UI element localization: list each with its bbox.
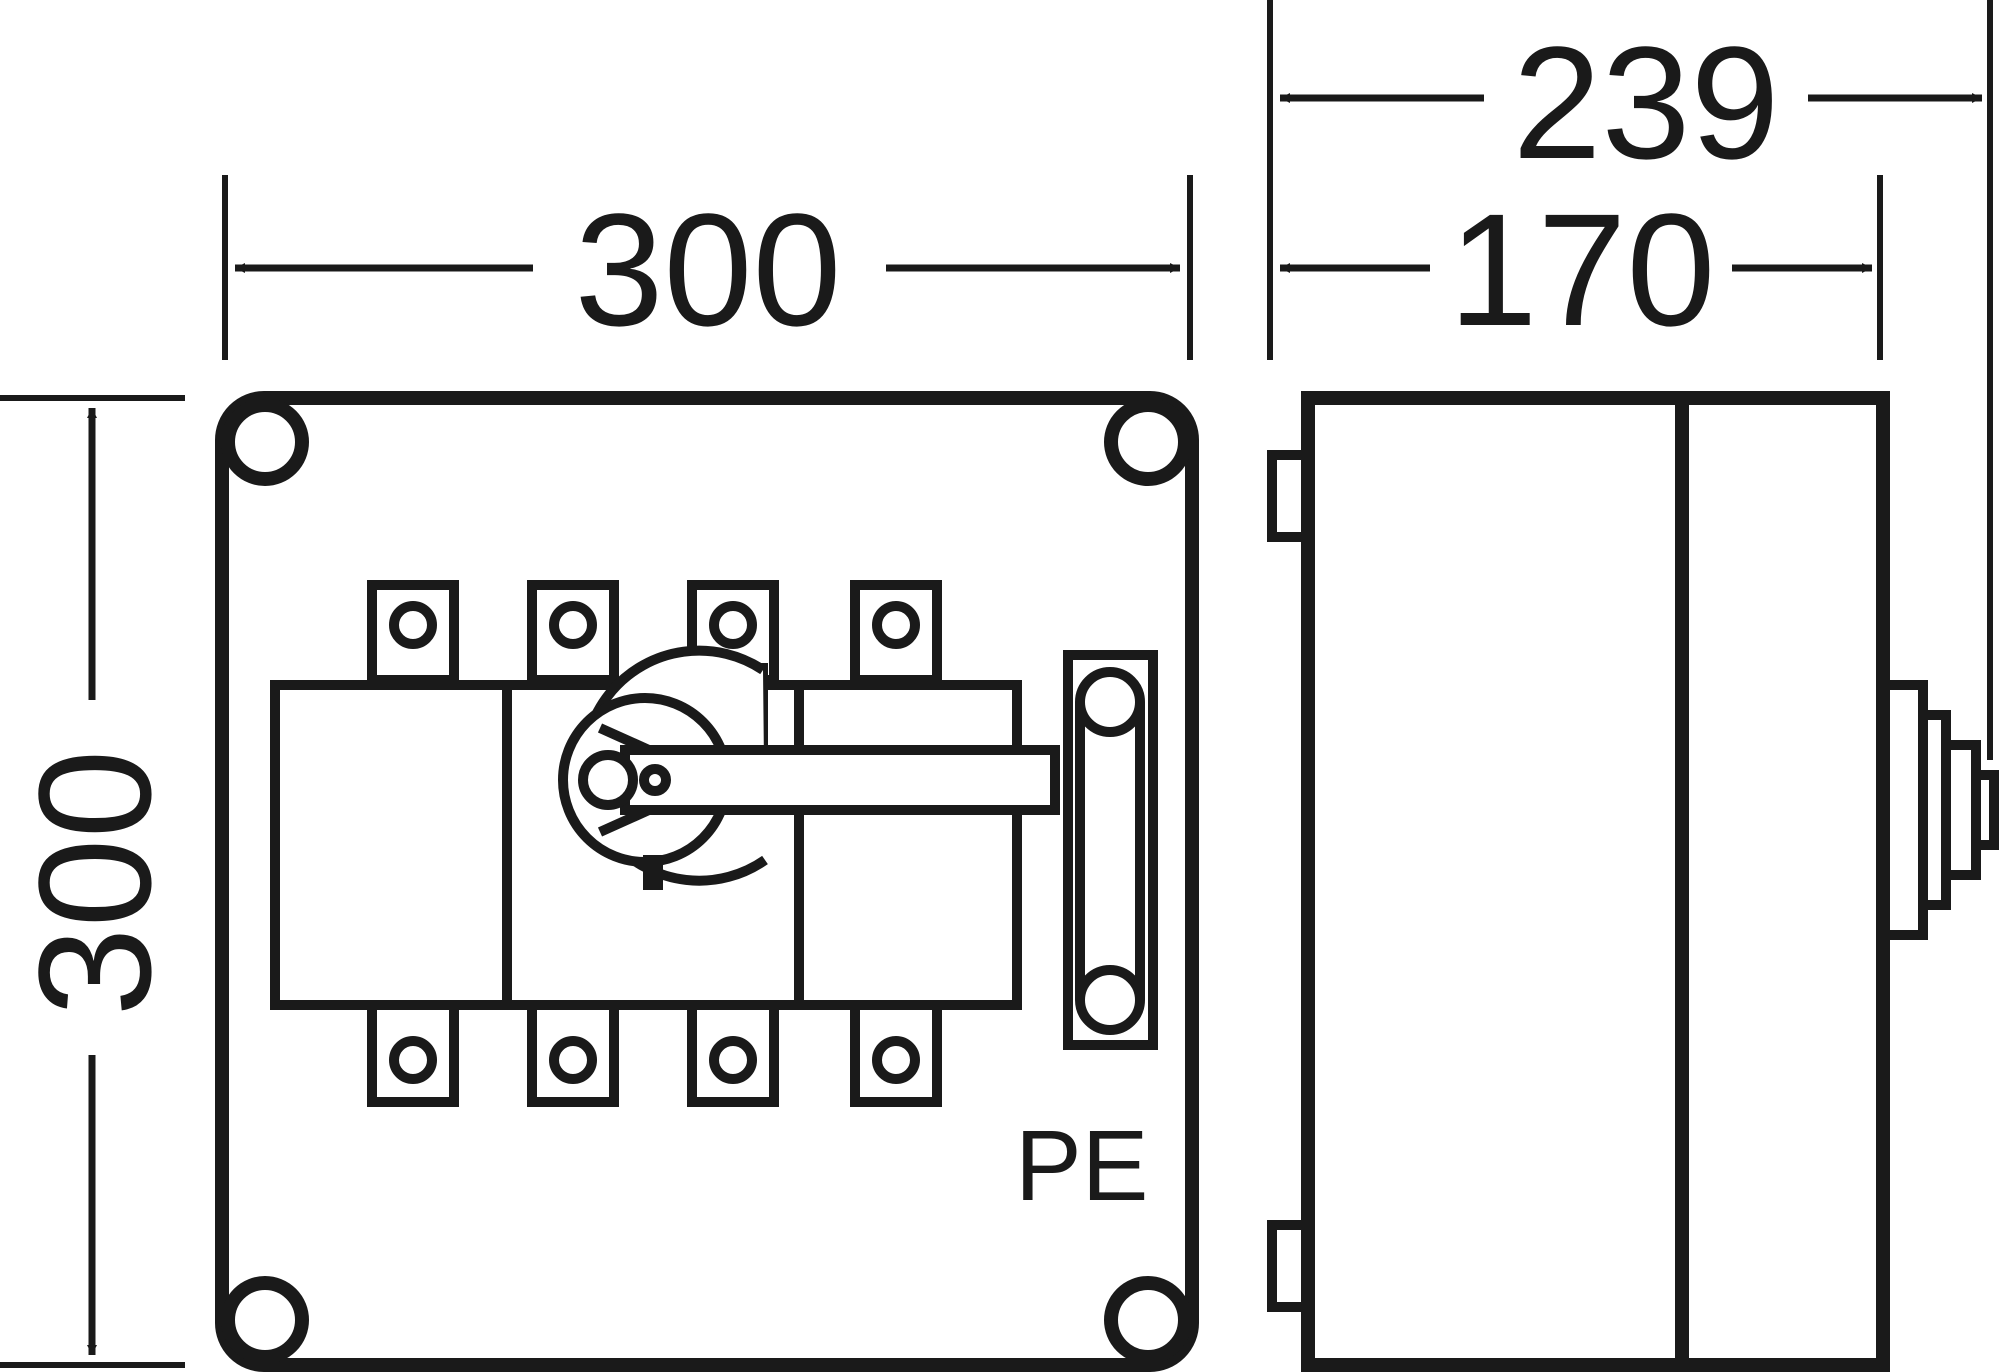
terminal-top-1: [367, 580, 459, 685]
front-height-dimension: 300: [0, 395, 185, 1368]
terminal-top-4: [850, 580, 942, 685]
handle-lever: [620, 745, 1060, 815]
front-width-dimension: 300: [222, 175, 1193, 360]
corner-screw-top-right: [1104, 398, 1192, 486]
front-view: PE: [215, 391, 1199, 1372]
handle-bottom-tab: [643, 855, 663, 890]
terminal-bottom-3-hole: [709, 1036, 757, 1084]
switch-module-right: [794, 680, 1022, 1010]
corner-screws: [221, 398, 1192, 1364]
rotary-handle: [558, 645, 1060, 890]
pe-bar-hole-top: [1075, 667, 1145, 737]
side-view: [1267, 391, 1999, 1372]
side-depth-total-dimension: 239: [1267, 0, 1993, 760]
terminal-top-2-hole: [549, 601, 597, 649]
pe-bar-hole-bottom: [1075, 965, 1145, 1035]
side-depth-total-value: 239: [1513, 13, 1780, 192]
side-depth-body-value: 170: [1449, 180, 1716, 359]
terminal-top-2: [527, 580, 619, 685]
front-enclosure-outline: [215, 391, 1199, 1372]
handle-profile-step-4: [1971, 770, 1999, 850]
corner-screw-top-left: [221, 398, 309, 486]
corner-screw-bottom-left: [221, 1276, 309, 1364]
front-height-value: 300: [5, 750, 184, 1017]
terminal-top-1-hole: [389, 601, 437, 649]
side-hinge-bottom: [1267, 1220, 1313, 1312]
terminal-bottom-3: [687, 1000, 779, 1107]
terminal-bottom-2-hole: [549, 1036, 597, 1084]
terminal-top-4-hole: [872, 601, 920, 649]
switch-module-left: [270, 680, 512, 1010]
bottom-terminals: [367, 1000, 942, 1107]
terminal-bottom-4-hole: [872, 1036, 920, 1084]
handle-pivot-pin: [639, 764, 671, 796]
terminal-bottom-1-hole: [389, 1036, 437, 1084]
pe-label: PE: [1015, 1110, 1148, 1222]
terminal-bottom-2: [527, 1000, 619, 1107]
pe-busbar: [1063, 650, 1158, 1050]
terminal-bottom-1: [367, 1000, 459, 1107]
terminal-top-3-hole: [709, 601, 757, 649]
corner-screw-bottom-right: [1104, 1276, 1192, 1364]
terminal-bottom-4: [850, 1000, 942, 1107]
handle-pivot: [578, 750, 638, 810]
pe-bar-outline: [1063, 650, 1158, 1050]
side-hinge-top: [1267, 450, 1313, 542]
side-handle-profile: [1878, 680, 1999, 940]
front-width-value: 300: [575, 180, 842, 359]
side-enclosure-outline: [1301, 391, 1890, 1372]
side-depth-body-dimension: 170: [1280, 175, 1883, 360]
